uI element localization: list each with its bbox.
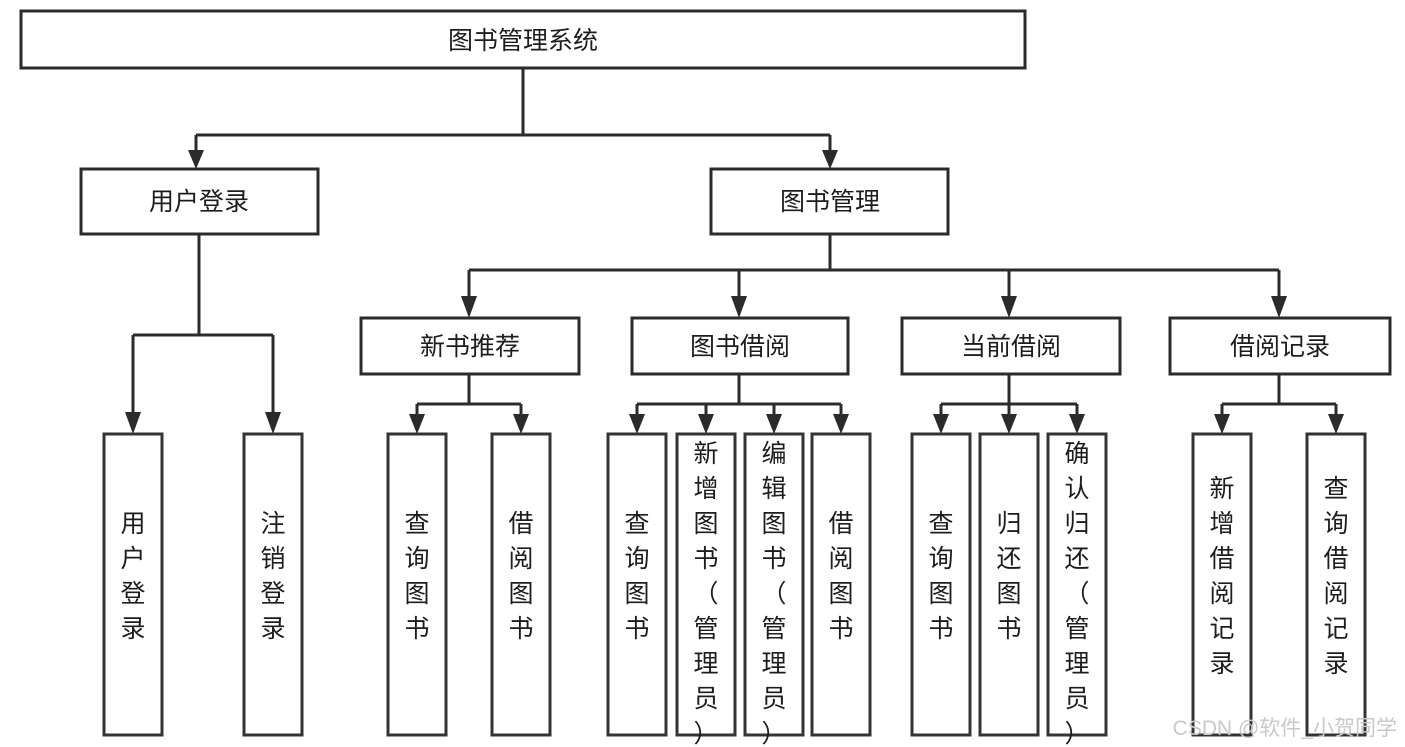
node-book-borrow-label: 图书借阅 xyxy=(690,333,790,361)
node-leaf-user-logout[interactable]: 注销登录 xyxy=(242,432,304,737)
node-leaf-add-record-label: 新增借阅记录 xyxy=(1209,475,1234,678)
node-leaf-return-book[interactable]: 归还图书 xyxy=(978,432,1040,737)
node-root[interactable]: 图书管理系统 xyxy=(19,9,1027,70)
node-leaf-confirm-return[interactable]: 确认归还（管理员） xyxy=(1046,432,1108,747)
node-leaf-query-book-2-box[interactable] xyxy=(606,432,668,737)
node-leaf-query-book-1[interactable]: 查询图书 xyxy=(386,432,448,737)
connector-layer xyxy=(125,68,1344,434)
node-leaf-edit-book-box[interactable] xyxy=(743,432,805,737)
node-leaf-user-login-box[interactable] xyxy=(102,432,164,737)
node-leaf-query-book-2-label: 查询图书 xyxy=(624,510,649,643)
node-current-borrow[interactable]: 当前借阅 xyxy=(900,316,1122,376)
arrowhead-newbook xyxy=(461,296,477,318)
node-current-borrow-label: 当前借阅 xyxy=(961,333,1061,361)
node-leaf-edit-book[interactable]: 编辑图书（管理员） xyxy=(743,432,805,747)
node-user-login[interactable]: 用户登录 xyxy=(79,167,320,236)
node-borrow-record-box[interactable] xyxy=(1168,316,1392,376)
node-leaf-add-record[interactable]: 新增借阅记录 xyxy=(1191,432,1253,737)
node-book-borrow-box[interactable] xyxy=(630,316,850,376)
node-book-borrow[interactable]: 图书借阅 xyxy=(630,316,850,376)
node-leaf-borrow-book-1[interactable]: 借阅图书 xyxy=(490,432,552,737)
node-leaf-query-book-3-label: 查询图书 xyxy=(928,510,953,643)
node-leaf-return-book-box[interactable] xyxy=(978,432,1040,737)
node-new-book-rec[interactable]: 新书推荐 xyxy=(359,316,581,376)
node-leaf-confirm-return-box[interactable] xyxy=(1046,432,1108,737)
node-leaf-borrow-book-1-label: 借阅图书 xyxy=(508,510,533,643)
node-leaf-query-record-box[interactable] xyxy=(1305,432,1367,737)
node-leaf-user-logout-box[interactable] xyxy=(242,432,304,737)
arrowhead-leaf-query-book-2 xyxy=(629,414,645,434)
arrowhead-leaf-user-logout xyxy=(265,412,281,434)
node-book-manage-label: 图书管理 xyxy=(780,188,880,216)
node-leaf-query-record-label: 查询借阅记录 xyxy=(1323,475,1348,678)
node-current-borrow-box[interactable] xyxy=(900,316,1122,376)
node-leaf-borrow-book-2-label: 借阅图书 xyxy=(828,510,853,643)
arrowhead-leaf-borrow-book-1 xyxy=(513,414,529,434)
node-new-book-rec-label: 新书推荐 xyxy=(420,333,520,361)
arrowhead-user-login xyxy=(188,150,204,169)
arrowhead-leaf-confirm-return xyxy=(1069,414,1085,434)
node-user-login-label: 用户登录 xyxy=(149,188,249,216)
node-leaf-return-book-label: 归还图书 xyxy=(996,510,1021,643)
node-leaf-query-book-1-box[interactable] xyxy=(386,432,448,737)
arrowhead-leaf-query-record xyxy=(1328,414,1344,434)
arrowhead-leaf-add-book xyxy=(698,414,714,434)
node-root-box[interactable] xyxy=(19,9,1027,70)
arrowhead-borrowrecord xyxy=(1271,296,1287,318)
node-leaf-user-logout-label: 注销登录 xyxy=(260,510,285,643)
node-leaf-borrow-book-2[interactable]: 借阅图书 xyxy=(810,432,872,737)
node-leaf-query-book-1-label: 查询图书 xyxy=(404,510,429,643)
node-leaf-edit-book-label: 编辑图书（管理员） xyxy=(761,440,786,747)
arrowhead-leaf-query-book-1 xyxy=(409,414,425,434)
arrowhead-leaf-query-book-3 xyxy=(933,414,949,434)
arrowhead-leaf-return-book xyxy=(1001,414,1017,434)
node-book-manage-box[interactable] xyxy=(709,167,950,236)
node-leaf-add-book-box[interactable] xyxy=(675,432,737,737)
node-leaf-query-record[interactable]: 查询借阅记录 xyxy=(1305,432,1367,737)
node-leaf-add-book-label: 新增图书（管理员） xyxy=(693,440,718,747)
arrowhead-leaf-add-record xyxy=(1214,414,1230,434)
node-borrow-record[interactable]: 借阅记录 xyxy=(1168,316,1392,376)
watermark: CSDN @软件_小贺同学 xyxy=(1173,717,1397,740)
arrowhead-leaf-borrow-book-2 xyxy=(833,414,849,434)
node-leaf-confirm-return-label: 确认归还（管理员） xyxy=(1064,440,1089,747)
arrowhead-leaf-user-login xyxy=(125,412,141,434)
node-user-login-box[interactable] xyxy=(79,167,320,236)
node-leaf-query-book-2[interactable]: 查询图书 xyxy=(606,432,668,737)
node-leaf-query-book-3[interactable]: 查询图书 xyxy=(910,432,972,737)
node-leaf-add-book[interactable]: 新增图书（管理员） xyxy=(675,432,737,747)
arrowhead-leaf-edit-book xyxy=(766,414,782,434)
node-book-manage[interactable]: 图书管理 xyxy=(709,167,950,236)
node-borrow-record-label: 借阅记录 xyxy=(1230,333,1330,361)
node-leaf-user-login[interactable]: 用户登录 xyxy=(102,432,164,737)
node-leaf-borrow-book-1-box[interactable] xyxy=(490,432,552,737)
node-leaf-add-record-box[interactable] xyxy=(1191,432,1253,737)
node-new-book-rec-box[interactable] xyxy=(359,316,581,376)
arrowhead-book-manage xyxy=(822,150,838,169)
arrowhead-currentborrow xyxy=(1001,296,1017,318)
node-leaf-borrow-book-2-box[interactable] xyxy=(810,432,872,737)
node-root-label: 图书管理系统 xyxy=(448,27,598,55)
arrowhead-bookborrow xyxy=(731,296,747,318)
node-leaf-query-book-3-box[interactable] xyxy=(910,432,972,737)
node-leaf-user-login-label: 用户登录 xyxy=(120,510,145,643)
